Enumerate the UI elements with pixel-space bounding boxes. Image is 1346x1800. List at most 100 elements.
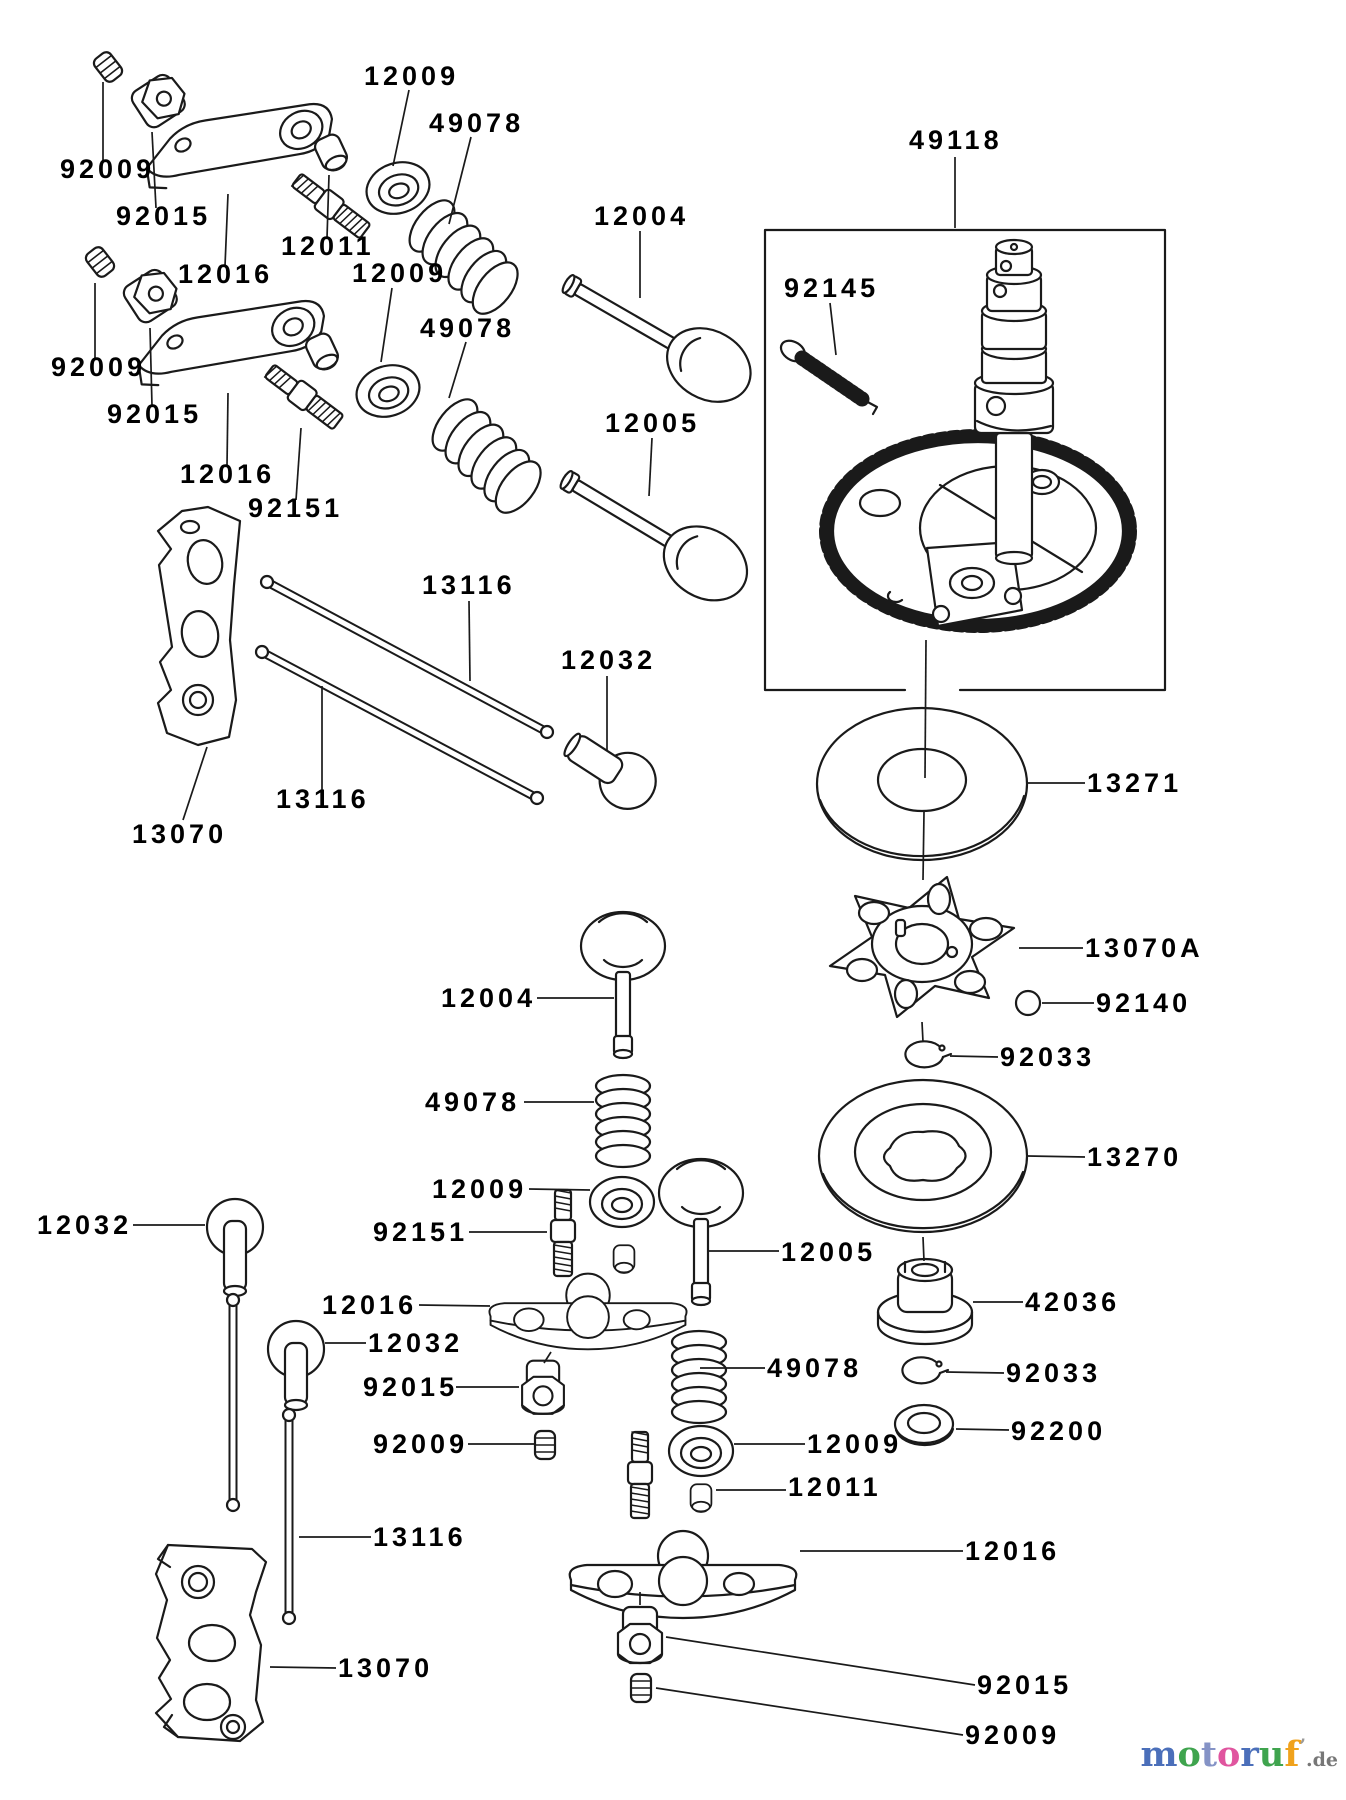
part-label-12032-31: 12032 [37,1210,132,1240]
thrust-washer-92200 [893,1403,955,1447]
part-label-12009-4: 12009 [364,61,459,91]
set-screw [629,1672,653,1704]
pivot-nut [118,262,186,328]
mount-plate [925,540,1024,628]
valve-lifter-2 [205,1197,265,1298]
part-label-12032-17: 12032 [561,645,656,675]
spring-retainer [348,356,428,426]
leader-line-49078-7 [448,341,467,399]
valve-spring [416,390,557,522]
part-label-92009-45: 92009 [965,1720,1060,1750]
part-label-92200-39: 92200 [1011,1416,1106,1446]
leader-line-92015-44 [665,1636,976,1686]
push-rod-2 [254,644,545,806]
part-label-12009-27: 12009 [432,1174,527,1204]
adjusting-stud [261,360,347,434]
part-label-13116-16: 13116 [422,570,516,600]
leader-line-13070-43 [269,1666,337,1669]
part-label-12005-9: 12005 [605,408,700,438]
explosion-lines [543,639,927,1605]
part-label-92015-33: 92015 [363,1372,458,1402]
cam-gear [819,429,1137,633]
leader-line-92200-39 [955,1428,1010,1431]
rocker-arm [568,1529,798,1620]
push-rod-guide-plate-upper [156,505,242,747]
part-label-12016-12: 12016 [180,459,275,489]
part-label-49078-35: 49078 [767,1353,862,1383]
part-label-92140-22: 92140 [1096,988,1191,1018]
part-label-49078-5: 49078 [429,108,524,138]
part-label-12016-2: 12016 [178,259,273,289]
exhaust-valve [544,447,762,617]
push-rod-1 [259,574,555,740]
governor-cup-13270 [817,1078,1029,1234]
part-label-92151-13: 92151 [248,493,343,523]
part-label-12032-32: 12032 [368,1328,463,1358]
explosion-line-4 [543,1351,552,1364]
camshaft [973,238,1055,566]
camshaft-assembly [763,228,1167,692]
shim-washer-13271 [815,706,1029,862]
steel-ball-92140 [1014,989,1042,1017]
leader-line-12016-30 [418,1304,491,1307]
leader-line-13270-26 [1027,1155,1086,1158]
spring-retainer [588,1175,656,1229]
set-screw [533,1429,557,1461]
part-label-12005-29: 12005 [781,1237,876,1267]
pivot-nut [616,1605,664,1665]
part-label-92145-15: 92145 [784,273,879,303]
part-label-12016-42: 12016 [965,1536,1060,1566]
part-label-12009-38: 12009 [807,1429,902,1459]
part-label-12004-24: 12004 [441,983,536,1013]
part-label-92009-10: 92009 [51,352,146,382]
leader-line-92033-23 [949,1055,999,1058]
valve-lifter-1 [563,732,657,810]
part-label-13270-26: 13270 [1087,1142,1182,1172]
tension-spring [779,339,879,416]
part-label-12011-40: 12011 [788,1472,882,1502]
part-label-92151-28: 92151 [373,1217,468,1247]
part-label-49078-7: 49078 [420,313,515,343]
part-label-92015-1: 92015 [116,201,211,231]
leader-line-92015-1 [151,131,157,209]
adjusting-stud [626,1430,654,1520]
circlip-upper [904,1040,953,1069]
leader-line-49078-5 [448,136,472,225]
exhaust-valve-vertical [657,1157,745,1307]
part-label-12011-3: 12011 [281,231,375,261]
part-label-92015-44: 92015 [977,1670,1072,1700]
rocker-arm [488,1272,688,1351]
part-label-13271-20: 13271 [1087,768,1182,798]
leader-line-92015-11 [149,327,153,407]
part-label-49118-14: 49118 [909,125,1003,155]
leader-line-92009-45 [655,1687,964,1736]
motoruf-logo[interactable]: motoruf’.de [1140,1734,1338,1775]
leader-lines [94,82,1094,1736]
leader-line-13116-16 [468,600,471,682]
push-rod-3 [225,1292,241,1513]
explosion-line-2 [921,1021,924,1043]
part-label-92009-37: 92009 [373,1429,468,1459]
leader-line-12005-9 [648,437,653,497]
explosion-line-0 [924,639,927,779]
push-rod-guide-plate-lower [154,1543,268,1743]
explosion-line-3 [922,1236,925,1262]
part-label-92033-36: 92033 [1006,1358,1101,1388]
part-label-13070-43: 13070 [338,1653,433,1683]
leader-line-12016-2 [224,193,229,267]
valve-spring [670,1329,728,1425]
leader-line-12016-12 [226,392,229,467]
camshaft-box [763,228,1167,692]
part-label-12016-30: 12016 [322,1290,417,1320]
set-screw [90,48,126,86]
part-label-49078-25: 49078 [425,1087,520,1117]
pivot-nut [521,1359,565,1415]
part-label-92009-0: 92009 [60,154,155,184]
part-label-12004-8: 12004 [594,201,689,231]
leader-line-92033-36 [945,1371,1005,1374]
part-label-13116-41: 13116 [373,1522,467,1552]
part-label-92015-11: 92015 [107,399,202,429]
leader-line-13070-19 [182,746,208,821]
valve-lifter-3 [266,1319,326,1412]
